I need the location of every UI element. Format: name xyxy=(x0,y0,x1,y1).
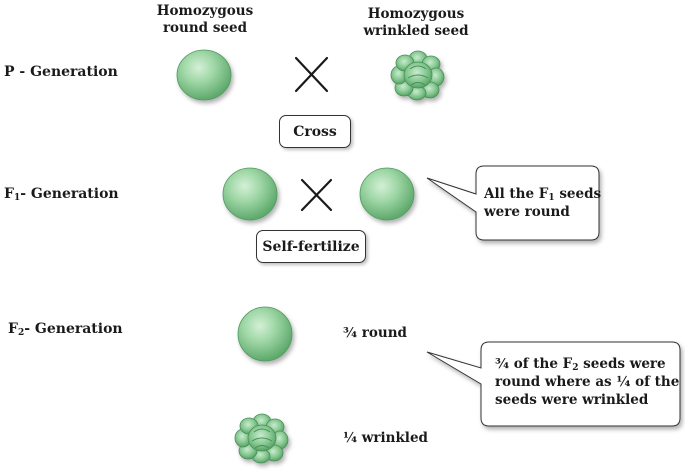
p-generation-label: P - Generation xyxy=(4,64,118,80)
round-heading-line1: Homozygous xyxy=(156,3,254,19)
f1-callout-bubble xyxy=(426,165,600,241)
cross-box: Cross xyxy=(279,115,351,148)
f2-round-seed xyxy=(237,306,293,362)
p-wrinkled-seed xyxy=(391,51,444,100)
p-round-seed xyxy=(176,49,232,101)
self-fertilize-box: Self-fertilize xyxy=(256,230,366,263)
f2-callout-line1: ¾ of the F2 seeds were xyxy=(495,356,666,373)
one-quarter-wrinkled-label: ¼ wrinkled xyxy=(343,430,428,446)
round-seed-heading: Homozygous round seed xyxy=(150,3,260,37)
f2-callout-line2: round where as ¼ of the xyxy=(495,374,680,390)
three-quarter-round-label: ¾ round xyxy=(343,325,407,341)
f2-callout-text: ¾ of the F2 seeds were round where as ¼ … xyxy=(495,355,679,409)
p-cross-mark xyxy=(294,56,329,93)
f1-seed-right xyxy=(359,167,415,221)
f2-generation-label: F2- Generation xyxy=(8,321,123,338)
f2-wrinkled-seed xyxy=(235,414,288,463)
f2-callout-line3: seeds were wrinkled xyxy=(495,392,649,408)
wrinkled-seed-heading: Homozygous wrinkled seed xyxy=(358,6,474,40)
wrinkled-heading-line2: wrinkled seed xyxy=(363,23,469,39)
f1-callout-line1: All the F1 seeds xyxy=(484,186,602,203)
f1-cross-mark xyxy=(300,178,333,212)
round-heading-line2: round seed xyxy=(162,20,248,36)
wrinkled-heading-line1: Homozygous xyxy=(367,6,465,22)
f1-seed-left xyxy=(222,167,278,221)
f1-callout-line2: were round xyxy=(484,204,570,220)
f2-callout-bubble xyxy=(426,341,681,427)
f1-generation-label: F1- Generation xyxy=(4,186,119,203)
f1-callout-text: All the F1 seeds were round xyxy=(484,185,601,221)
